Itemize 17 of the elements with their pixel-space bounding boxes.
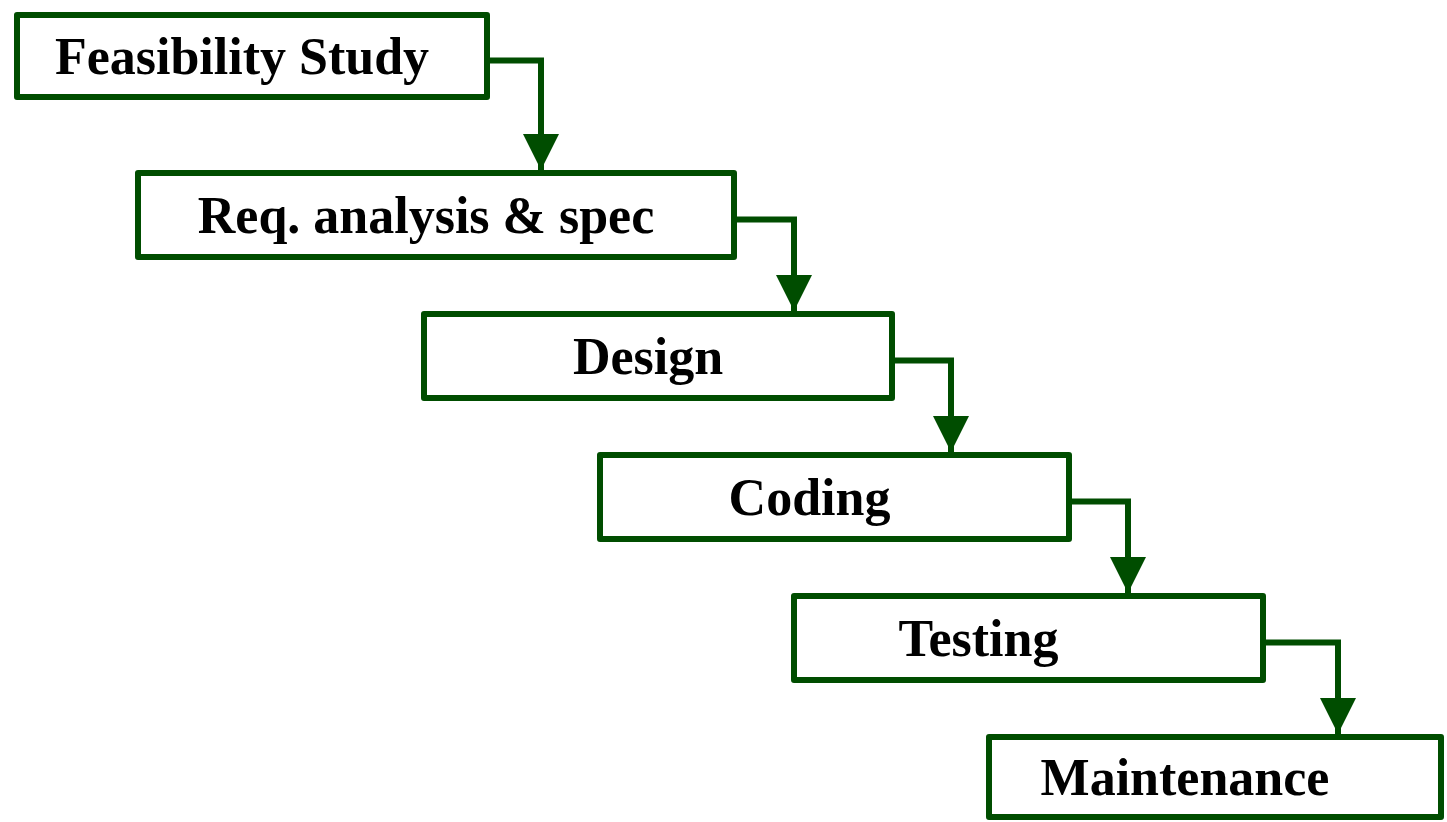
- process-box: [135, 170, 737, 260]
- stage-label: Maintenance: [1040, 747, 1330, 807]
- process-box: [14, 12, 490, 100]
- stage-label: Testing: [898, 608, 1059, 668]
- arrow: [1266, 639, 1356, 734]
- stage-label: Req. analysis & spec: [197, 185, 655, 245]
- arrow: [490, 57, 559, 170]
- stage-label: Feasibility Study: [54, 26, 430, 86]
- process-box: [986, 734, 1444, 820]
- stage-label: Design: [572, 326, 724, 386]
- process-box: [421, 311, 895, 401]
- arrow: [737, 216, 812, 311]
- process-box: [597, 452, 1072, 542]
- stage-label: Coding: [728, 467, 891, 527]
- arrow: [895, 357, 969, 452]
- arrow: [1072, 498, 1146, 593]
- process-box: [791, 593, 1266, 683]
